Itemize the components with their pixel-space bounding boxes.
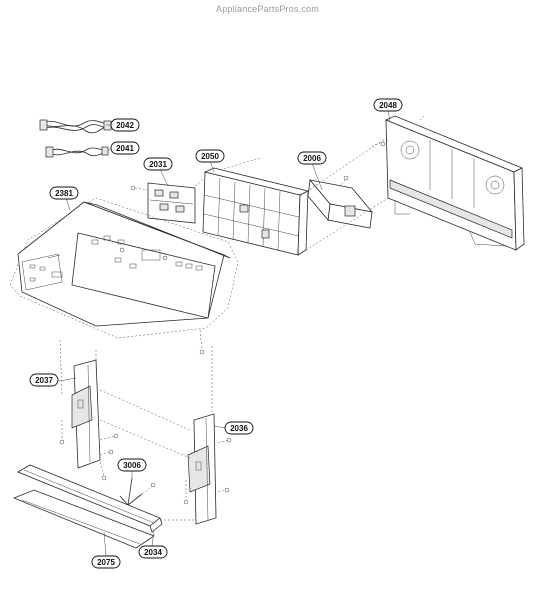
kick-plate-2075: [12, 489, 155, 549]
callout-2031-label: 2031: [149, 160, 167, 169]
callout-2037-label: 2037: [35, 376, 53, 385]
callout-2050: 2050: [195, 149, 225, 163]
spring-3006: [119, 477, 156, 506]
callout-2031: 2031: [143, 157, 173, 171]
watermark: AppliancePartsPros.com: [216, 4, 319, 14]
leader-lines: [58, 109, 391, 557]
callout-2006: 2006: [297, 151, 327, 165]
control-board-2031: [130, 182, 196, 224]
wire-harness-2042: [39, 119, 112, 134]
control-panel-2381: [17, 201, 231, 355]
callout-3006-label: 3006: [123, 461, 141, 470]
callout-2050-label: 2050: [201, 152, 219, 161]
callout-2036-label: 2036: [230, 424, 248, 433]
callout-2075: 2075: [91, 555, 121, 569]
callout-2381: 2381: [49, 186, 79, 200]
callout-2041-label: 2041: [116, 144, 134, 153]
callout-2042: 2042: [110, 118, 140, 132]
callout-2075-label: 2075: [97, 558, 115, 567]
callout-2034: 2034: [138, 545, 168, 559]
callout-2036: 2036: [224, 421, 254, 435]
rear-panel-2048: [371, 115, 525, 251]
callout-2037: 2037: [29, 373, 59, 387]
callout-2048-label: 2048: [379, 101, 397, 110]
callout-2041: 2041: [110, 141, 140, 155]
control-frame-2050: [202, 157, 310, 256]
callout-2381-label: 2381: [55, 189, 73, 198]
side-trim-2037: [59, 350, 119, 469]
callout-2048: 2048: [373, 98, 403, 112]
bracket-2006: [307, 175, 374, 229]
callout-2034-label: 2034: [144, 548, 162, 557]
callout-2042-label: 2042: [116, 121, 134, 130]
lower-trim-bar-2034: [17, 409, 163, 533]
callout-3006: 3006: [117, 458, 147, 472]
side-trim-2036: [183, 346, 232, 525]
wire-harness-2041: [45, 146, 109, 158]
callout-2006-label: 2006: [303, 154, 321, 163]
